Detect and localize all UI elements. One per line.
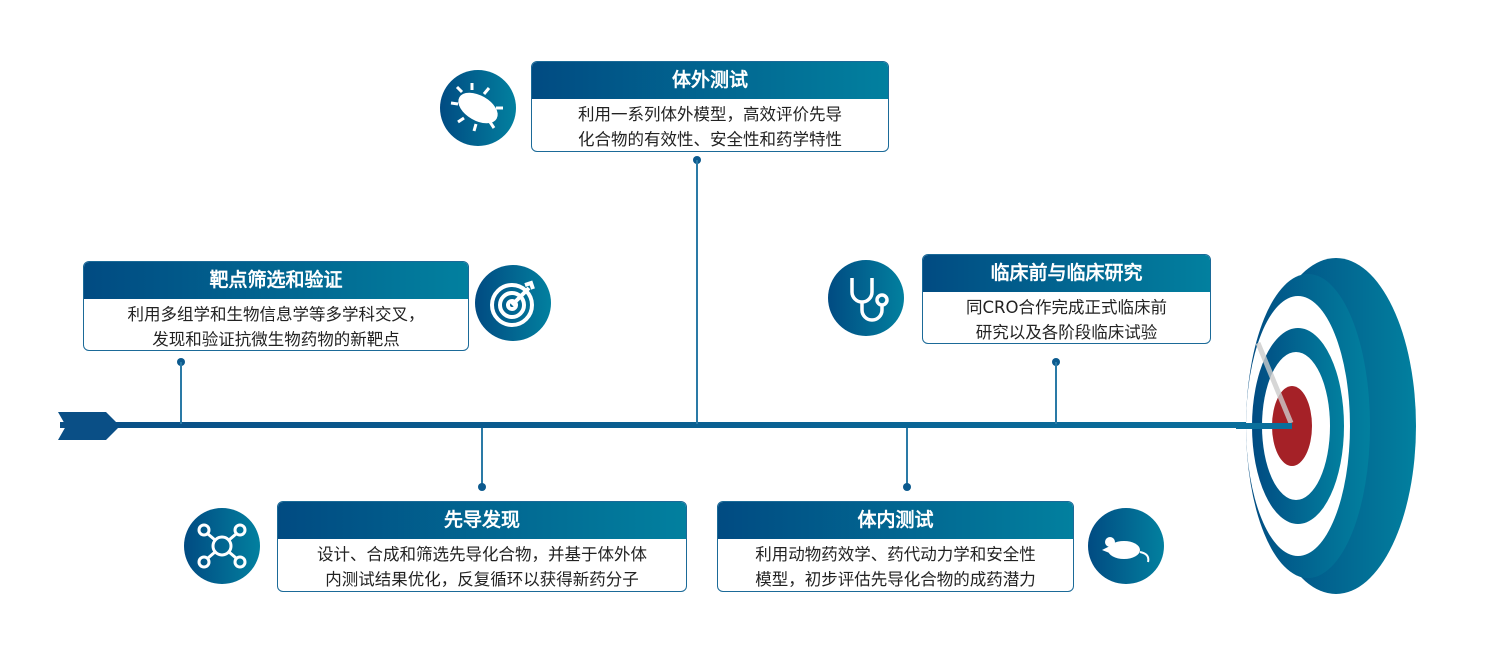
stethoscope-icon bbox=[828, 260, 904, 336]
stage-title: 先导发现 bbox=[278, 502, 686, 539]
stage-card-lead-discovery: 先导发现 设计、合成和筛选先导化合物，并基于体外体内测试结果优化，反复循环以获得… bbox=[277, 501, 687, 592]
stage-card-clinical: 临床前与临床研究 同CRO合作完成正式临床前研究以及各阶段临床试验 bbox=[922, 254, 1211, 344]
stage-desc-line: 利用一系列体外模型，高效评价先导 bbox=[578, 105, 842, 124]
stage-title: 靶点筛选和验证 bbox=[84, 262, 468, 299]
stage-desc-line: 利用动物药效学、药代动力学和安全性 bbox=[755, 545, 1036, 564]
stage-card-in-vivo: 体内测试 利用动物药效学、药代动力学和安全性模型，初步评估先导化合物的成药潜力 bbox=[717, 501, 1074, 592]
stage-title: 体内测试 bbox=[718, 502, 1073, 539]
stage-desc-line: 内测试结果优化，反复循环以获得新药分子 bbox=[325, 570, 639, 589]
arrow-shaft bbox=[60, 422, 1290, 428]
target-icon bbox=[475, 265, 551, 341]
stage-desc-line: 同CRO合作完成正式临床前 bbox=[966, 298, 1167, 317]
stage-desc-line: 发现和验证抗微生物药物的新靶点 bbox=[152, 330, 400, 349]
stage-title: 临床前与临床研究 bbox=[923, 255, 1210, 292]
connector-dot bbox=[478, 483, 486, 491]
stage-title: 体外测试 bbox=[532, 62, 888, 99]
connector-line bbox=[1055, 362, 1057, 424]
stage-desc-line: 研究以及各阶段临床试验 bbox=[975, 323, 1158, 342]
molecule-icon bbox=[184, 508, 260, 584]
stage-desc-line: 设计、合成和筛选先导化合物，并基于体外体 bbox=[317, 545, 647, 564]
bacteria-icon bbox=[440, 70, 516, 146]
connector-line bbox=[696, 160, 698, 424]
stage-card-target-screening: 靶点筛选和验证 利用多组学和生物信息学等多学科交叉， 发现和验证抗微生物药物的新靶… bbox=[83, 261, 469, 351]
arrow-fletching-icon bbox=[58, 412, 120, 440]
connector-dot bbox=[903, 483, 911, 491]
stage-card-in-vitro: 体外测试 利用一系列体外模型，高效评价先导化合物的有效性、安全性和药学特性 bbox=[531, 61, 889, 152]
mouse-icon bbox=[1088, 508, 1164, 584]
stage-desc-line: 化合物的有效性、安全性和药学特性 bbox=[578, 130, 842, 149]
connector-line bbox=[180, 362, 182, 424]
connector-line bbox=[906, 428, 908, 486]
bullseye-target-icon bbox=[1236, 258, 1416, 594]
stage-desc-line: 模型，初步评估先导化合物的成药潜力 bbox=[755, 570, 1036, 589]
stage-desc-line: 利用多组学和生物信息学等多学科交叉， bbox=[127, 305, 425, 324]
connector-line bbox=[481, 428, 483, 486]
